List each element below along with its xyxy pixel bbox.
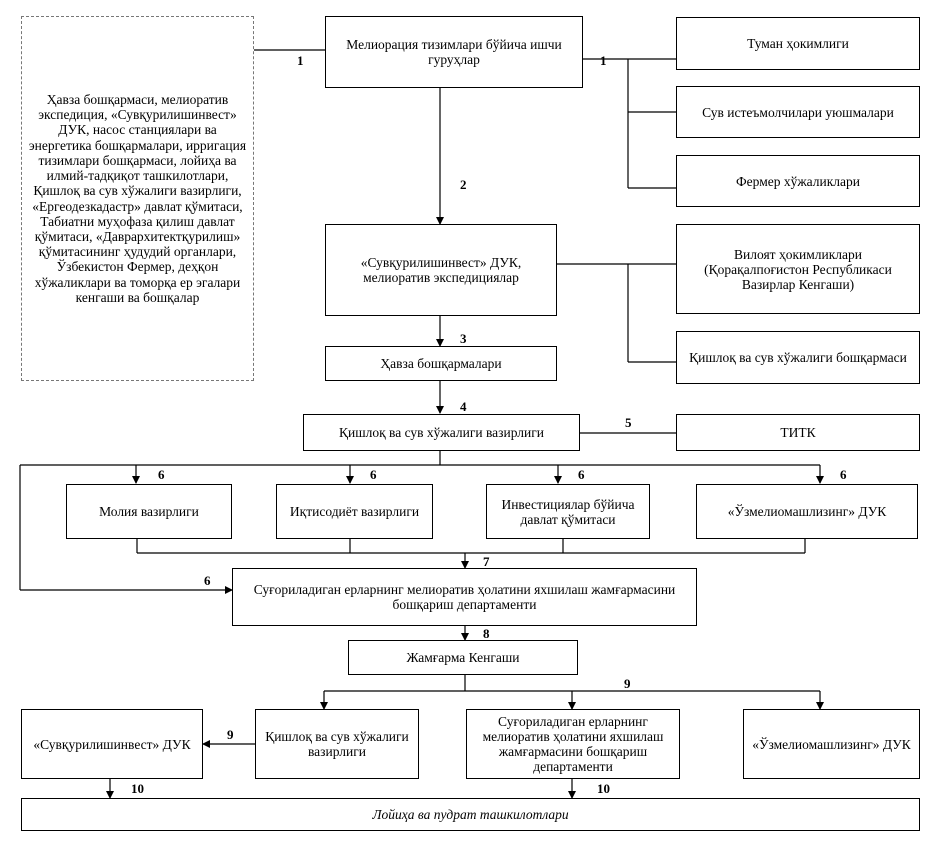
uzmeliomash-bottom-label: «Ўзмелиомашлизинг» ДУК — [752, 736, 911, 752]
step-number-1-right: 1 — [600, 53, 607, 68]
working-groups-box[interactable]: Мелиорация тизимлари бўйича ишчи гуруҳла… — [325, 16, 583, 88]
fund-council-box[interactable]: Жамғарма Кенгаши — [348, 640, 578, 675]
economy-ministry-label: Иқтисодиёт вазирлиги — [289, 504, 420, 519]
fund-council-label: Жамғарма Кенгаши — [406, 650, 520, 665]
step-number-6-d: 6 — [840, 467, 847, 482]
design-orgs-box[interactable]: Лойиҳа ва пудрат ташкилотлари — [21, 798, 920, 831]
fund-department-bottom-label: Суғориладиган ерларнинг мелиоратив ҳолат… — [482, 714, 664, 774]
titk-box[interactable]: ТИТК — [676, 414, 920, 451]
finance-ministry-box[interactable]: Молия вазирлиги — [66, 484, 232, 539]
water-users-box[interactable]: Сув истеъмолчилари уюшмалари — [676, 86, 920, 138]
stakeholders-note: Ҳавза бошқармаси, мелиоратив экспедиция,… — [21, 16, 254, 381]
investment-committee-label: Инвестициялар бўйича давлат қўмитаси — [501, 496, 635, 527]
step-number-9-left: 9 — [227, 727, 234, 742]
step-number-7: 7 — [483, 554, 490, 569]
fund-department-box[interactable]: Суғориладиган ерларнинг мелиоратив ҳолат… — [232, 568, 697, 626]
finance-ministry-label: Молия вазирлиги — [99, 504, 199, 519]
basin-admin-box[interactable]: Ҳавза бошқармалари — [325, 346, 557, 381]
step-number-6-b: 6 — [370, 467, 377, 482]
step-number-4: 4 — [460, 399, 467, 414]
district-khokimiyat-label: Туман ҳокимлиги — [747, 36, 849, 51]
regional-khokimiyat-label: Вилоят ҳокимликлари (Қорақалпоғистон Рес… — [704, 246, 892, 292]
working-groups-label: Мелиорация тизимлари бўйича ишчи гуруҳла… — [346, 37, 562, 67]
suvqurilish-duk-label: «Сувқурилишинвест» ДУК — [33, 736, 191, 752]
step-number-2: 2 — [460, 177, 467, 192]
uzmeliomash-label: «Ўзмелиомашлизинг» ДУК — [727, 504, 887, 519]
fund-department-bottom-box[interactable]: Суғориладиган ерларнинг мелиоратив ҳолат… — [466, 709, 680, 779]
titk-label: ТИТК — [780, 425, 816, 440]
district-khokimiyat-box[interactable]: Туман ҳокимлиги — [676, 17, 920, 70]
water-users-label: Сув истеъмолчилари уюшмалари — [702, 104, 894, 120]
step-number-6-e: 6 — [204, 573, 211, 588]
step-number-1-left: 1 — [297, 53, 304, 68]
basin-admin-label: Ҳавза бошқармалари — [380, 356, 502, 371]
farms-label: Фермер хўжаликлари — [735, 173, 861, 189]
step-number-10-left: 10 — [131, 781, 144, 796]
step-number-6-c: 6 — [578, 467, 585, 482]
step-number-6-a: 6 — [158, 467, 165, 482]
farms-box[interactable]: Фермер хўжаликлари — [676, 155, 920, 207]
step-number-8: 8 — [483, 626, 490, 641]
ministry-bottom-box[interactable]: Қишлоқ ва сув хўжалиги вазирлиги — [255, 709, 419, 779]
fund-department-label: Суғориладиган ерларнинг мелиоратив ҳолат… — [253, 582, 676, 612]
economy-ministry-box[interactable]: Иқтисодиёт вазирлиги — [276, 484, 433, 539]
step-number-3: 3 — [460, 331, 467, 346]
ministry-label: Қишлоқ ва сув хўжалиги вазирлиги — [339, 425, 544, 440]
investment-committee-box[interactable]: Инвестициялар бўйича давлат қўмитаси — [486, 484, 650, 539]
ministry-bottom-label: Қишлоқ ва сув хўжалиги вазирлиги — [265, 729, 409, 759]
step-number-5: 5 — [625, 415, 632, 430]
step-number-9-top: 9 — [624, 676, 631, 691]
suvqurilish-duk-box[interactable]: «Сувқурилишинвест» ДУК — [21, 709, 203, 779]
agri-water-admin-label: Қишлоқ ва сув хўжалиги бошқармаси — [689, 350, 907, 365]
agri-water-admin-box[interactable]: Қишлоқ ва сув хўжалиги бошқармаси — [676, 331, 920, 384]
uzmeliomash-bottom-box[interactable]: «Ўзмелиомашлизинг» ДУК — [743, 709, 920, 779]
stakeholders-note-text: Ҳавза бошқармаси, мелиоратив экспедиция,… — [28, 92, 247, 305]
uzmeliomash-box[interactable]: «Ўзмелиомашлизинг» ДУК — [696, 484, 918, 539]
suvqurilish-expedition-label: «Сувқурилишинвест» ДУК, мелиоратив экспе… — [360, 255, 522, 285]
design-orgs-label: Лойиҳа ва пудрат ташкилотлари — [372, 807, 569, 822]
step-number-10-right: 10 — [597, 781, 610, 796]
suvqurilish-expedition-box[interactable]: «Сувқурилишинвест» ДУК, мелиоратив экспе… — [325, 224, 557, 316]
regional-khokimiyat-box[interactable]: Вилоят ҳокимликлари (Қорақалпоғистон Рес… — [676, 224, 920, 314]
ministry-box[interactable]: Қишлоқ ва сув хўжалиги вазирлиги — [303, 414, 580, 451]
